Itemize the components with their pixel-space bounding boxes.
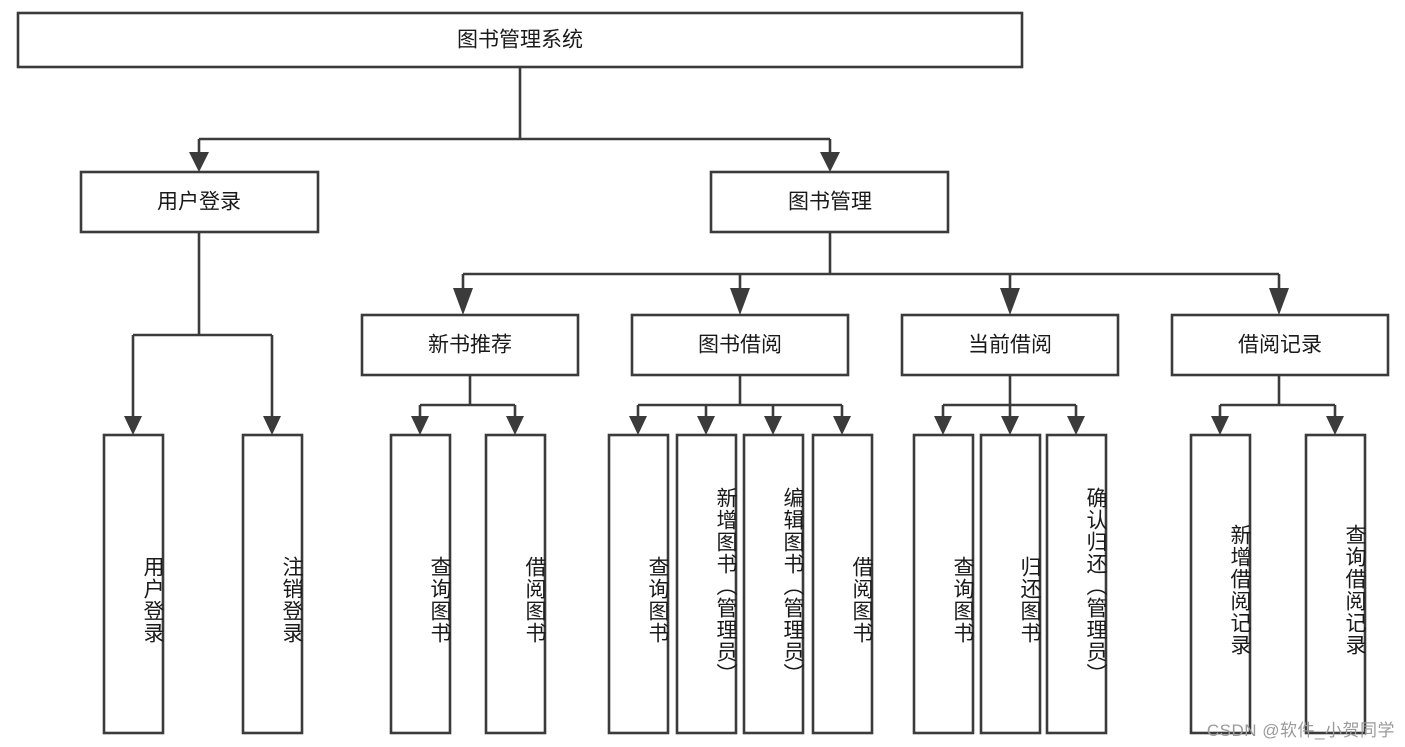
node-borrow-record-box[interactable] <box>1170 313 1390 377</box>
leaf-box-book-borrow-3[interactable] <box>742 433 805 735</box>
arrowhead-book-borrow <box>730 288 750 315</box>
leaf-box-user-login-2[interactable] <box>241 433 304 735</box>
arrowhead-leaf-n1 <box>411 416 429 435</box>
arrowhead-leaf-u1 <box>124 416 142 435</box>
leaf-box-current-borrow-1[interactable] <box>912 433 975 735</box>
leaf-box-current-borrow-3[interactable] <box>1045 433 1108 735</box>
arrowhead-book-manage <box>820 152 840 172</box>
leaf-box-current-borrow-2[interactable] <box>979 433 1042 735</box>
leaf-box-new-book-2[interactable] <box>484 433 547 735</box>
arrowhead-new-book <box>453 288 473 315</box>
leaf-box-borrow-record-1[interactable] <box>1189 433 1252 735</box>
node-user-login-label: 用户登录 <box>157 191 241 214</box>
arrowhead-leaf-u2 <box>263 416 281 435</box>
node-user-login-box[interactable] <box>79 170 320 234</box>
leaf-box-new-book-1[interactable] <box>389 433 452 735</box>
arrowhead-leaf-c3 <box>1067 416 1085 435</box>
leaf-box-book-borrow-2[interactable] <box>675 433 738 735</box>
arrowhead-leaf-r2 <box>1326 416 1344 435</box>
node-borrow-record-label: 借阅记录 <box>1238 334 1322 357</box>
leaf-box-book-borrow-1[interactable] <box>607 433 670 735</box>
arrowhead-leaf-b1 <box>629 416 647 435</box>
arrowhead-leaf-b3 <box>764 416 782 435</box>
node-book-borrow-label: 图书借阅 <box>698 334 782 357</box>
arrowheads-layer <box>124 152 1344 435</box>
node-new-book-label: 新书推荐 <box>428 334 512 357</box>
arrowhead-leaf-r1 <box>1211 416 1229 435</box>
edges-layer <box>131 67 1337 416</box>
node-book-borrow-box[interactable] <box>630 313 850 377</box>
leaf-box-borrow-record-2[interactable] <box>1304 433 1367 735</box>
arrowhead-current-borrow <box>1000 288 1020 315</box>
leaf-box-user-login-1[interactable] <box>102 433 165 735</box>
node-new-book-box[interactable] <box>360 313 580 377</box>
arrowhead-user-login <box>189 152 209 172</box>
node-root-box[interactable] <box>16 11 1024 69</box>
arrowhead-leaf-n2 <box>506 416 524 435</box>
arrowhead-leaf-c2 <box>1001 416 1019 435</box>
node-current-borrow-label: 当前借阅 <box>968 334 1052 357</box>
node-current-borrow-box[interactable] <box>900 313 1120 377</box>
node-book-manage-label: 图书管理 <box>788 191 872 214</box>
node-book-manage-box[interactable] <box>709 170 950 234</box>
arrowhead-leaf-b2 <box>697 416 715 435</box>
node-root-label: 图书管理系统 <box>457 29 583 52</box>
arrowhead-borrow-record <box>1269 288 1289 315</box>
arrowhead-leaf-b4 <box>833 416 851 435</box>
watermark-text: CSDN @软件_小贺同学 <box>1206 721 1395 740</box>
nodes-layer: 图书管理系统 用户登录 图书管理 新书推荐 图书借阅 当前借阅 借阅记录 <box>16 11 1390 735</box>
arrowhead-leaf-c1 <box>934 416 952 435</box>
leaf-box-book-borrow-4[interactable] <box>811 433 874 735</box>
